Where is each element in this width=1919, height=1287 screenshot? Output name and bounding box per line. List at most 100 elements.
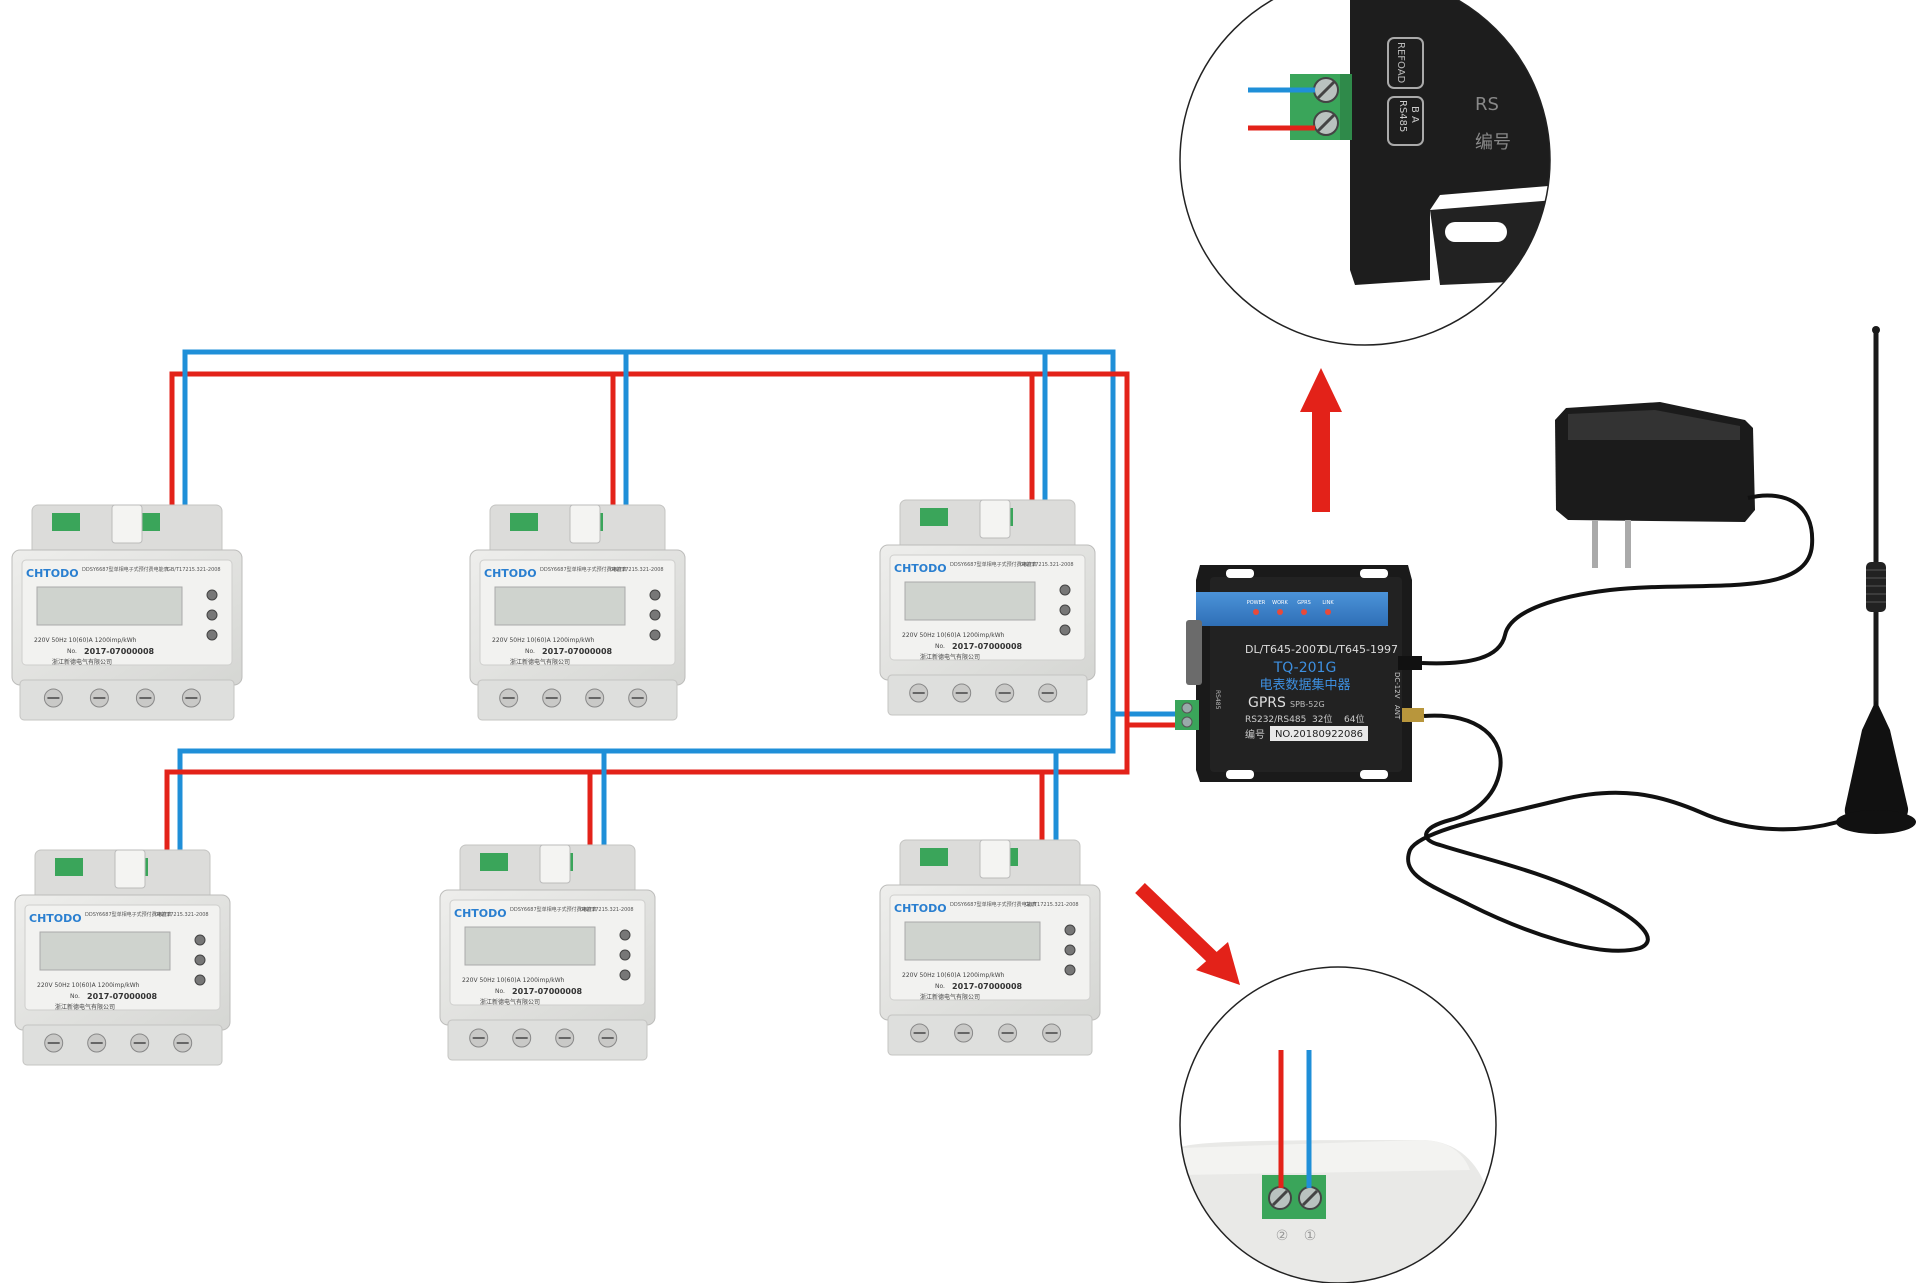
- meter-terminal-left: [55, 858, 83, 876]
- meter-maker: 浙江新德电气有限公司: [510, 658, 570, 666]
- zoom-bot-num-2: ②: [1276, 1228, 1289, 1244]
- meter-brand: CHTODO: [454, 907, 507, 920]
- meter-terminal-left: [480, 853, 508, 871]
- zoom-top-side-2: 编号: [1475, 132, 1511, 153]
- collector-serial-box: [1270, 726, 1368, 741]
- meter-bottom-terminals: [477, 679, 678, 721]
- collector-channels-b: 64位: [1344, 713, 1364, 725]
- meter-specs: 220V 50Hz 10(60)A 1200imp/kWh: [492, 637, 595, 644]
- port-dc-label: DC-12V: [1393, 672, 1401, 699]
- port-ant-label: ANT: [1393, 705, 1401, 720]
- meter-brand: CHTODO: [894, 902, 947, 915]
- zoom-collector-terminal: REFOAD RS485 B A RS 编号: [1179, 0, 1551, 346]
- meter-maker: 浙江新德电气有限公司: [52, 658, 112, 666]
- meter-serial-prefix: No.: [70, 993, 80, 1000]
- zoom-meter-terminal: ② ①: [1179, 966, 1497, 1284]
- bus-a-top: [169, 371, 1178, 728]
- meter-model-line: DDSY6687型单相电子式预付费电能表: [85, 911, 172, 918]
- meter-bottom-terminals: [887, 1014, 1093, 1056]
- meter-serial: 2017-07000008: [952, 982, 1023, 991]
- meter-terminal-left: [52, 513, 80, 531]
- meter-standard: GB/T17215.321-2008: [1025, 902, 1079, 908]
- meter-maker: 浙江新德电气有限公司: [55, 1003, 115, 1011]
- collector-name: 电表数据集中器: [1259, 677, 1350, 693]
- meter-bottom-terminals: [22, 1024, 223, 1066]
- meter-lcd: [464, 926, 596, 966]
- meter-terminal-left: [920, 508, 948, 526]
- adapter-prong-1: [1592, 520, 1598, 568]
- meter-serial-prefix: No.: [935, 983, 945, 990]
- meter-model-line: DDSY6687型单相电子式预付费电能表: [950, 561, 1037, 568]
- collector-tech-sub: SPB-52G: [1290, 700, 1325, 709]
- meter-specs: 220V 50Hz 10(60)A 1200imp/kWh: [902, 972, 1005, 979]
- antenna: [1406, 326, 1916, 953]
- meter-model-line: DDSY6687型单相电子式预付费电能表: [950, 901, 1037, 908]
- adapter-prong-2: [1625, 520, 1631, 568]
- bus-a-bottom: [164, 725, 1130, 860]
- collector-channels-a: 32位: [1312, 713, 1332, 725]
- arrows: [1135, 368, 1342, 985]
- meter-standard: GB/T17215.321-2008: [167, 567, 221, 573]
- meter-model-line: DDSY6687型单相电子式预付费电能表: [82, 566, 169, 573]
- arrow-down-to-zoom-bottom: [1135, 882, 1240, 985]
- collector-led-label: GPRS: [1297, 600, 1311, 606]
- meter-specs: 220V 50Hz 10(60)A 1200imp/kWh: [37, 982, 140, 989]
- collector-led: [1253, 609, 1259, 615]
- meter-maker: 浙江新德电气有限公司: [920, 653, 980, 661]
- meter-serial: 2017-07000008: [87, 992, 158, 1001]
- meter-serial: 2017-07000008: [512, 987, 583, 996]
- rs485-bus-wires: [164, 349, 1178, 860]
- collector-led: [1301, 609, 1307, 615]
- meter-brand: CHTODO: [894, 562, 947, 575]
- collector-led-label: LINK: [1322, 600, 1334, 606]
- bus-b-bottom: [177, 714, 1116, 860]
- protocol-a: DL/T645-2007: [1245, 643, 1323, 656]
- meter-model-line: DDSY6687型单相电子式预付费电能表: [540, 566, 627, 573]
- meter-standard: GB/T17215.321-2008: [610, 567, 664, 573]
- meter-lcd: [904, 921, 1041, 961]
- meter-bottom-terminals: [447, 1019, 648, 1061]
- antenna-base: [1844, 700, 1909, 832]
- meter-serial-prefix: No.: [67, 648, 77, 655]
- antenna-cable: [1406, 713, 1882, 953]
- collector-serial: NO.20180922086: [1275, 729, 1363, 740]
- collector-led-label: POWER: [1247, 600, 1266, 606]
- meter-serial-prefix: No.: [935, 643, 945, 650]
- port-rs-label: RS485: [1214, 690, 1221, 710]
- zoom-bot-num-1: ①: [1304, 1228, 1317, 1244]
- meter-bottom-terminals: [19, 679, 235, 721]
- collector-serial-label: 编号: [1245, 728, 1265, 741]
- collector-led-label: WORK: [1272, 600, 1288, 606]
- meter-standard: GB/T17215.321-2008: [155, 912, 209, 918]
- meter-specs: 220V 50Hz 10(60)A 1200imp/kWh: [34, 637, 137, 644]
- meter-lcd: [494, 586, 626, 626]
- rs232-port: [1186, 620, 1202, 685]
- dc-jack: [1398, 656, 1422, 670]
- zoom-top-reload-label: REFOAD: [1395, 42, 1406, 84]
- meter-terminal-left: [510, 513, 538, 531]
- collector-tech: GPRS: [1248, 695, 1286, 711]
- meter-standard: GB/T17215.321-2008: [1020, 562, 1074, 568]
- meter-serial-prefix: No.: [495, 988, 505, 995]
- meter-serial-prefix: No.: [525, 648, 535, 655]
- meter-serial: 2017-07000008: [542, 647, 613, 656]
- meter-lcd: [36, 586, 183, 626]
- meter-specs: 220V 50Hz 10(60)A 1200imp/kWh: [902, 632, 1005, 639]
- meter-serial: 2017-07000008: [952, 642, 1023, 651]
- antenna-connector: [1402, 708, 1424, 722]
- arrow-up-to-zoom-top: [1300, 368, 1342, 512]
- meter-lcd: [39, 931, 171, 971]
- meter-serial: 2017-07000008: [84, 647, 155, 656]
- meter-bottom-terminals: [887, 674, 1088, 716]
- meter-standard: GB/T17215.321-2008: [580, 907, 634, 913]
- collector-blue-panel: [1196, 592, 1388, 626]
